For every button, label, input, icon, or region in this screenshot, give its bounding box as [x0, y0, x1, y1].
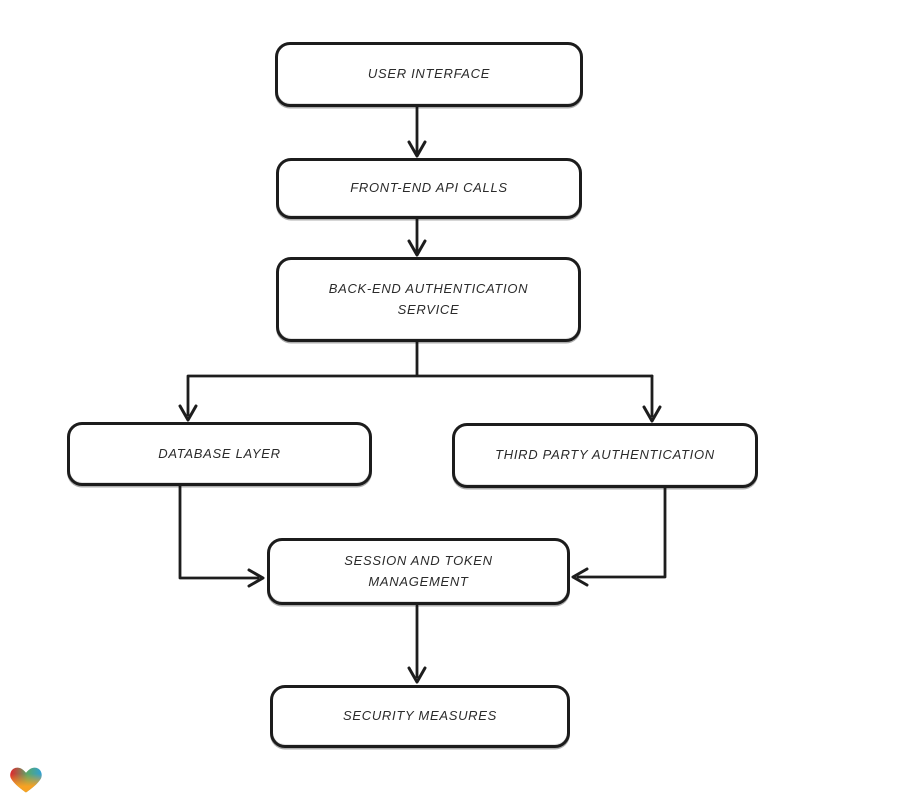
- node-session-token-mgmt[interactable]: SESSION AND TOKEN MANAGEMENT: [267, 538, 570, 605]
- node-label: BACK-END AUTHENTICATION SERVICE: [328, 281, 529, 317]
- arrowhead-left-icon: [571, 567, 589, 587]
- edge-line: [576, 486, 667, 579]
- edge-database-to-session: [178, 484, 265, 588]
- heart-shape-overlay: [10, 767, 42, 793]
- edge-user-interface-to-frontend: [407, 105, 427, 158]
- edge-third-party-to-session: [571, 486, 667, 587]
- node-database-layer[interactable]: DATABASE LAYER: [67, 422, 372, 486]
- node-security-measures[interactable]: SECURITY MEASURES: [270, 685, 570, 748]
- node-frontend-api-calls[interactable]: FRONT-END API CALLS: [276, 158, 582, 219]
- arrowhead-down-icon: [642, 405, 662, 423]
- node-label: FRONT-END API CALLS: [350, 180, 508, 196]
- edge-session-to-security: [407, 604, 427, 684]
- arrowhead-down-icon: [178, 404, 198, 422]
- edge-line: [178, 484, 260, 580]
- node-label: USER INTERFACE: [367, 66, 491, 82]
- node-label: SECURITY MEASURES: [343, 708, 497, 724]
- node-backend-auth-service[interactable]: BACK-END AUTHENTICATION SERVICE: [276, 257, 581, 342]
- node-label: SESSION AND TOKEN MANAGEMENT: [344, 553, 493, 589]
- node-third-party-auth[interactable]: THIRD PARTY AUTHENTICATION: [452, 423, 758, 488]
- arrowhead-right-icon: [247, 568, 265, 588]
- arrowhead-down-icon: [407, 666, 427, 684]
- arrowhead-down-icon: [407, 140, 427, 158]
- node-label: THIRD PARTY AUTHENTICATION: [495, 447, 715, 463]
- gradient-heart-logo-icon[interactable]: [8, 761, 44, 797]
- edge-backend-to-database: [178, 340, 654, 422]
- node-label: DATABASE LAYER: [158, 445, 281, 461]
- arrowhead-down-icon: [407, 239, 427, 257]
- edge-backend-to-third-party: [642, 374, 662, 423]
- node-user-interface[interactable]: USER INTERFACE: [275, 42, 583, 107]
- edge-line: [186, 340, 654, 417]
- edge-frontend-to-backend: [407, 217, 427, 257]
